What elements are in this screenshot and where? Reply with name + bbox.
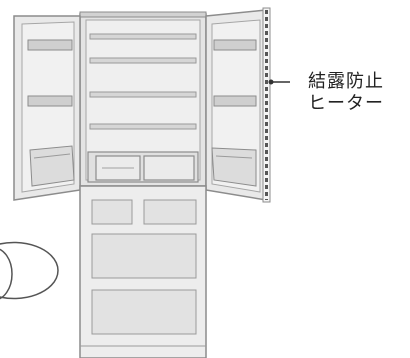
drawer-front [91,199,133,225]
callout-label-line2: ヒーター [308,93,384,114]
drawer-front [91,289,197,335]
door-bin [29,145,75,187]
left-door [13,15,81,201]
lower-body [79,185,207,358]
door-pocket [27,95,73,107]
door-pocket [27,39,73,51]
shelf [89,91,197,98]
partial-circle-marker [0,248,13,300]
callout-label-line1: 結露防止 [308,71,384,92]
door-pocket [213,95,257,107]
drawer-front [143,199,197,225]
partial-circle-marker-outline [0,241,59,300]
shelf [89,33,197,40]
fridge-shelves [89,33,197,130]
shelf [89,57,197,64]
drawer [143,155,195,181]
right-door [205,9,267,201]
drawer-front [91,233,197,279]
shelf [89,123,197,130]
callout-leader [268,79,290,85]
condensation-heater [262,7,271,203]
door-pocket [213,39,257,51]
chilled-drawers [87,151,199,183]
door-bin [211,147,257,187]
